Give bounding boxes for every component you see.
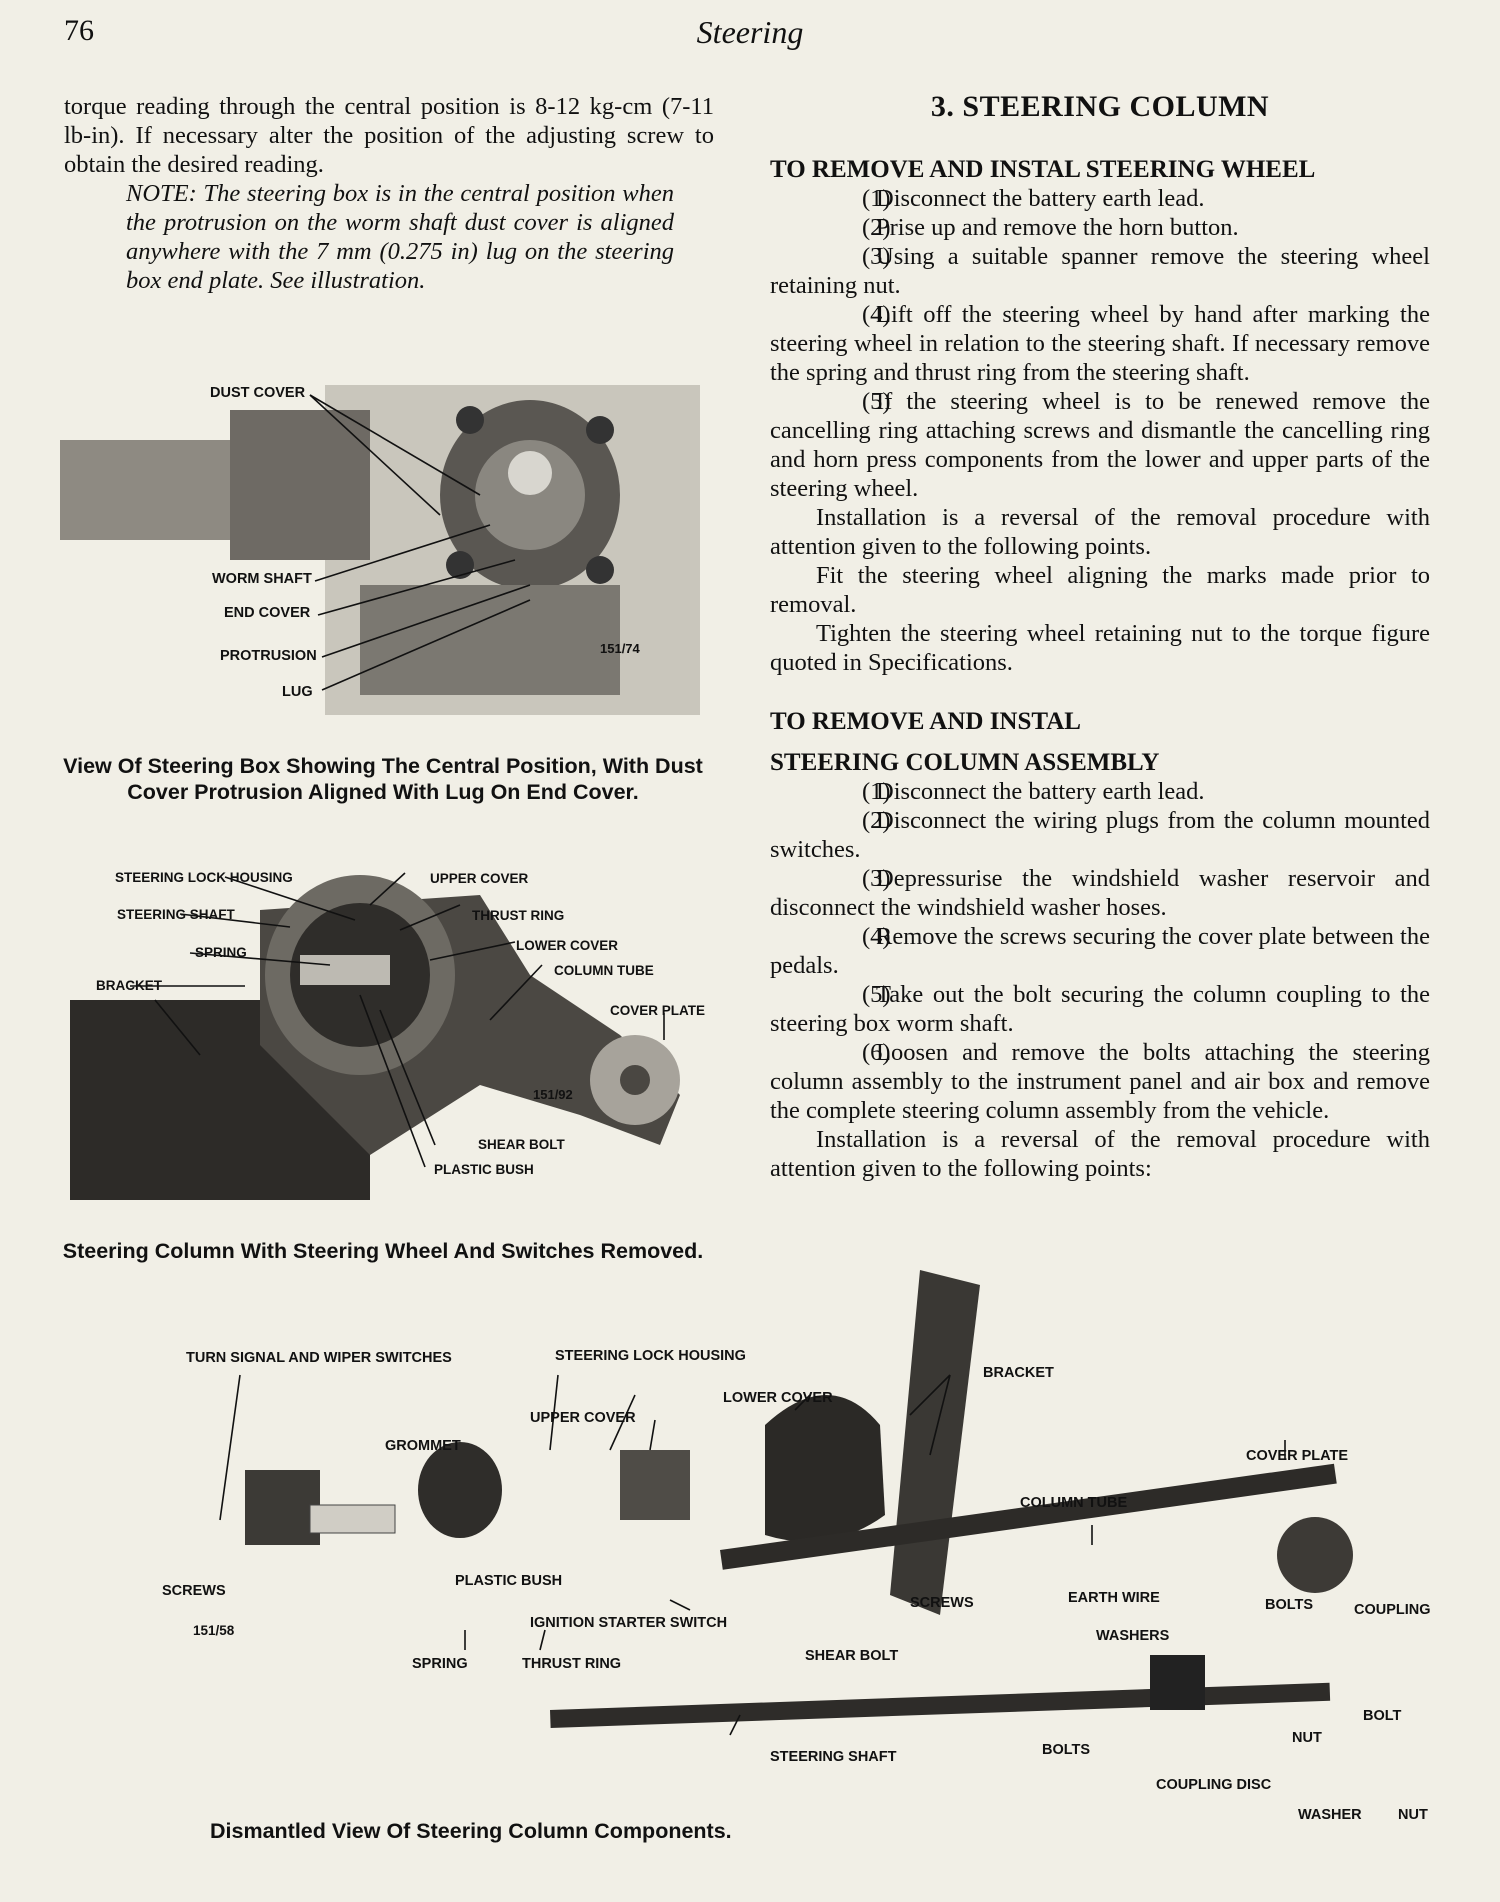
- figure1-caption: View Of Steering Box Showing The Central…: [63, 754, 703, 804]
- note-paragraph: NOTE: The steering box is in the central…: [126, 180, 674, 294]
- label-cover-plate-3: COVER PLATE: [1246, 1448, 1349, 1464]
- step-1-1: (1)Disconnect the battery earth lead.: [862, 185, 1205, 212]
- figure-steering-box: DUST COVER WORM SHAFT END COVER PROTRUSI…: [60, 355, 700, 725]
- step-1-4: (4)Lift off the steering wheel by hand a…: [770, 301, 1430, 386]
- label-steering-shaft: STEERING SHAFT: [117, 907, 235, 922]
- figure3-caption: Dismantled View Of Steering Column Compo…: [210, 1819, 732, 1843]
- label-lower-cover-3: LOWER COVER: [723, 1390, 833, 1406]
- label-lug: LUG: [282, 684, 313, 700]
- paragraph-installation-1: Installation is a reversal of the remova…: [770, 504, 1430, 560]
- label-spring-3: SPRING: [412, 1656, 468, 1672]
- label-upper-cover-3: UPPER COVER: [530, 1410, 636, 1426]
- label-lower-cover: LOWER COVER: [516, 938, 619, 953]
- label-steering-shaft-3: STEERING SHAFT: [770, 1749, 897, 1765]
- label-ignition-switch: IGNITION STARTER SWITCH: [530, 1615, 728, 1631]
- steering-column-illustration: [70, 872, 680, 1200]
- steering-box-illustration: [60, 385, 700, 715]
- figure-dismantled-view: TURN SIGNAL AND WIPER SWITCHES STEERING …: [150, 1255, 1450, 1845]
- label-shear-bolt: SHEAR BOLT: [478, 1137, 565, 1152]
- step-2-3: (3)Depressurise the windshield washer re…: [770, 865, 1430, 921]
- subheading-steering-wheel: TO REMOVE AND INSTAL STEERING WHEEL: [770, 156, 1316, 183]
- step-1-3: (3)Using a suitable spanner remove the s…: [770, 243, 1430, 299]
- label-cover-plate: COVER PLATE: [610, 1003, 706, 1018]
- label-bracket: BRACKET: [96, 978, 162, 993]
- right-column: 3. STEERING COLUMN TO REMOVE AND INSTAL …: [770, 92, 1430, 1183]
- step-2-4: (4)Remove the screws securing the cover …: [770, 923, 1430, 979]
- label-spring: SPRING: [195, 945, 247, 960]
- label-turn-signal: TURN SIGNAL AND WIPER SWITCHES: [186, 1350, 452, 1366]
- label-thrust-ring-3: THRUST RING: [522, 1656, 622, 1672]
- intro-paragraph: torque reading through the central posit…: [64, 93, 714, 178]
- figure-steering-column: STEERING LOCK HOUSING STEERING SHAFT SPR…: [60, 855, 720, 1205]
- figure2-ref: 151/92: [533, 1087, 573, 1102]
- step-2-1: (1)Disconnect the battery earth lead.: [862, 778, 1205, 805]
- label-bolts-top: BOLTS: [1265, 1597, 1314, 1613]
- label-steering-lock-housing: STEERING LOCK HOUSING: [115, 870, 293, 885]
- label-steering-lock-housing-3: STEERING LOCK HOUSING: [555, 1348, 746, 1364]
- label-plastic-bush: PLASTIC BUSH: [434, 1162, 534, 1177]
- figure1-ref: 151/74: [600, 641, 640, 656]
- paragraph-tighten-nut: Tighten the steering wheel retaining nut…: [770, 620, 1430, 676]
- label-screws-mid: SCREWS: [910, 1595, 974, 1611]
- label-column-tube: COLUMN TUBE: [554, 963, 654, 978]
- label-plastic-bush-3: PLASTIC BUSH: [455, 1573, 563, 1589]
- label-earth-wire: EARTH WIRE: [1068, 1590, 1160, 1606]
- label-thrust-ring: THRUST RING: [472, 908, 565, 923]
- label-protrusion: PROTRUSION: [220, 648, 317, 664]
- page-number: 76: [64, 14, 94, 47]
- label-bolt: BOLT: [1363, 1708, 1402, 1724]
- subheading-column-assembly: STEERING COLUMN ASSEMBLY: [770, 749, 1160, 776]
- left-column: torque reading through the central posit…: [64, 92, 714, 295]
- label-column-tube-3: COLUMN TUBE: [1020, 1495, 1128, 1511]
- paragraph-installation-2: Installation is a reversal of the remova…: [770, 1126, 1430, 1182]
- label-screws-left: SCREWS: [162, 1583, 226, 1599]
- label-bracket-3: BRACKET: [983, 1365, 1054, 1381]
- step-2-5: (5)Take out the bolt securing the column…: [770, 981, 1430, 1037]
- label-washer: WASHER: [1298, 1807, 1362, 1823]
- label-coupling: COUPLING: [1354, 1602, 1431, 1618]
- step-2-6: (6)Loosen and remove the bolts attaching…: [770, 1039, 1430, 1124]
- step-1-5: (5)If the steering wheel is to be renewe…: [770, 388, 1430, 502]
- paragraph-fit-wheel: Fit the steering wheel aligning the mark…: [770, 562, 1430, 618]
- label-bolts-bottom: BOLTS: [1042, 1742, 1091, 1758]
- step-2-2: (2)Disconnect the wiring plugs from the …: [770, 807, 1430, 863]
- figure3-ref: 151/58: [193, 1623, 235, 1638]
- label-coupling-disc: COUPLING DISC: [1156, 1777, 1272, 1793]
- label-nut-bottom: NUT: [1398, 1807, 1428, 1823]
- label-worm-shaft: WORM SHAFT: [212, 571, 312, 587]
- label-dust-cover: DUST COVER: [210, 385, 306, 401]
- subheading-remove-install: TO REMOVE AND INSTAL: [770, 708, 1081, 735]
- figure2-caption: Steering Column With Steering Wheel And …: [62, 1239, 704, 1263]
- label-nut-mid: NUT: [1292, 1730, 1322, 1746]
- dismantled-illustration: [219, 1270, 1353, 1736]
- label-shear-bolt-3: SHEAR BOLT: [805, 1648, 899, 1664]
- section-title: 3. STEERING COLUMN: [930, 90, 1270, 123]
- label-upper-cover: UPPER COVER: [430, 871, 529, 886]
- running-title: Steering: [696, 14, 804, 50]
- label-washers: WASHERS: [1096, 1628, 1170, 1644]
- label-grommet: GROMMET: [385, 1438, 461, 1454]
- label-end-cover: END COVER: [224, 605, 311, 621]
- step-1-2: (2)Prise up and remove the horn button.: [862, 214, 1239, 241]
